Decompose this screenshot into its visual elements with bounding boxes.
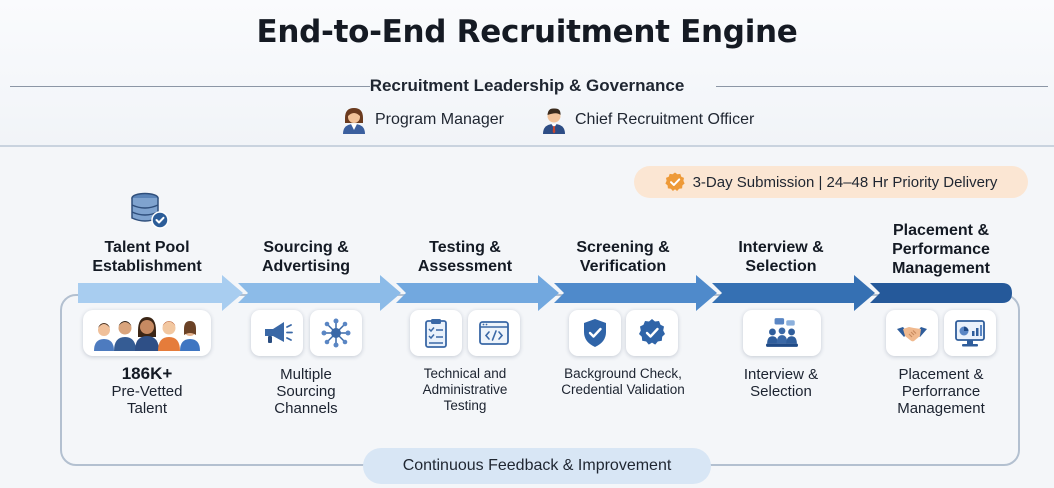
label-line: Channels: [274, 400, 338, 417]
arrow-segment-interview: [712, 275, 875, 311]
stage-title-line: Management: [892, 260, 990, 277]
label-line: Background Check,: [564, 366, 682, 381]
label-line: Pre-Vetted: [111, 383, 183, 400]
screening-label: Background Check, Credential Validation: [538, 366, 708, 398]
stage-title-line: Interview &: [738, 239, 824, 256]
label-line: Selection: [750, 383, 812, 400]
code-window-icon: [479, 321, 509, 345]
label-line: Management: [897, 400, 985, 417]
page-title: End-to-End Recruitment Engine: [256, 14, 798, 50]
role-label-chief-recruitment-officer: Chief Recruitment Officer: [575, 111, 755, 128]
megaphone-card: [251, 310, 303, 356]
checklist-card: [410, 310, 462, 356]
governance-rule-right: [716, 86, 1048, 87]
governance-header: End-to-End Recruitment Engine Recruitmen…: [0, 0, 1054, 147]
network-card: [310, 310, 362, 356]
shield-card: [569, 310, 621, 356]
stage-title-testing: Testing & Assessment: [380, 238, 550, 276]
label-line: Placement &: [898, 366, 984, 383]
arrow-segment-screening: [554, 275, 717, 311]
delivery-badge: 3-Day Submission | 24–48 Hr Priority Del…: [634, 166, 1028, 198]
role-program-manager: Program Manager: [341, 106, 504, 134]
team-people-icon: [94, 317, 200, 351]
arrow-segment-testing: [396, 275, 559, 311]
role-label-program-manager: Program Manager: [375, 111, 504, 128]
label-line: Administrative: [422, 382, 508, 397]
role-chief-recruitment-officer: Chief Recruitment Officer: [541, 106, 754, 134]
stage-title-line: Advertising: [261, 258, 350, 275]
label-line: Credential Validation: [561, 382, 685, 397]
handshake-icon: [897, 327, 927, 342]
talent-team-card: [83, 310, 211, 356]
stage-title-sourcing: Sourcing & Advertising: [221, 238, 391, 276]
label-line: Perforrance: [901, 383, 981, 400]
stage-title-line: Screening &: [576, 239, 670, 256]
governance-rule-left: [10, 86, 370, 87]
stage-title-placement: Placement & Performance Management: [856, 221, 1026, 278]
verified-card: [626, 310, 678, 356]
check-seal-icon: [664, 172, 685, 191]
stage-title-talent-pool: Talent Pool Establishment: [62, 238, 232, 276]
handshake-card: [886, 310, 938, 356]
label-line: Sourcing: [276, 383, 336, 400]
arrow-segment-talent-pool: [78, 275, 243, 311]
meeting-card: [743, 310, 821, 356]
talent-count-stat: 186K+: [121, 364, 173, 383]
governance-title: Recruitment Leadership & Governance: [369, 76, 685, 95]
label-line: Talent: [126, 400, 168, 417]
delivery-badge-text: 3-Day Submission | 24–48 Hr Priority Del…: [692, 173, 998, 191]
stage-title-interview: Interview & Selection: [696, 238, 866, 276]
performance-dashboard-icon: [955, 320, 985, 347]
shield-check-icon: [584, 319, 606, 347]
talent-pool-label: Pre-Vetted Talent: [62, 383, 232, 417]
clipboard-checklist-icon: [425, 319, 447, 348]
code-card: [468, 310, 520, 356]
stage-title-line: Talent Pool: [104, 239, 190, 256]
label-line: Testing: [443, 398, 487, 413]
database-check-icon: [131, 192, 169, 229]
interview-label: Interview & Selection: [696, 366, 866, 400]
label-line: Technical and: [423, 366, 507, 381]
stage-title-line: Establishment: [92, 258, 202, 275]
stage-title-line: Testing &: [429, 239, 501, 256]
feedback-text: Continuous Feedback & Improvement: [402, 457, 672, 474]
dashboard-card: [944, 310, 996, 356]
stage-title-screening: Screening & Verification: [538, 238, 708, 276]
interview-meeting-icon: [766, 318, 798, 347]
stage-title-line: Selection: [745, 258, 817, 275]
testing-label: Technical and Administrative Testing: [380, 366, 550, 414]
sourcing-label: Multiple Sourcing Channels: [221, 366, 391, 417]
female-manager-icon: [343, 108, 365, 134]
male-officer-icon: [543, 108, 565, 134]
placement-label: Placement & Perforrance Management: [856, 366, 1026, 417]
stage-title-line: Placement &: [892, 222, 990, 239]
arrow-segment-sourcing: [238, 275, 401, 311]
label-line: Multiple: [280, 366, 332, 383]
stage-title-line: Assessment: [417, 258, 513, 275]
megaphone-icon: [265, 322, 293, 343]
label-line: Interview &: [743, 366, 819, 383]
verified-badge-icon: [639, 319, 665, 345]
stage-title-line: Performance: [892, 241, 990, 258]
stage-title-line: Sourcing &: [263, 239, 349, 256]
stage-title-line: Verification: [579, 258, 667, 275]
feedback-pill: Continuous Feedback & Improvement: [363, 448, 711, 484]
network-hub-icon: [321, 318, 351, 348]
arrow-segment-placement: [870, 283, 1012, 303]
